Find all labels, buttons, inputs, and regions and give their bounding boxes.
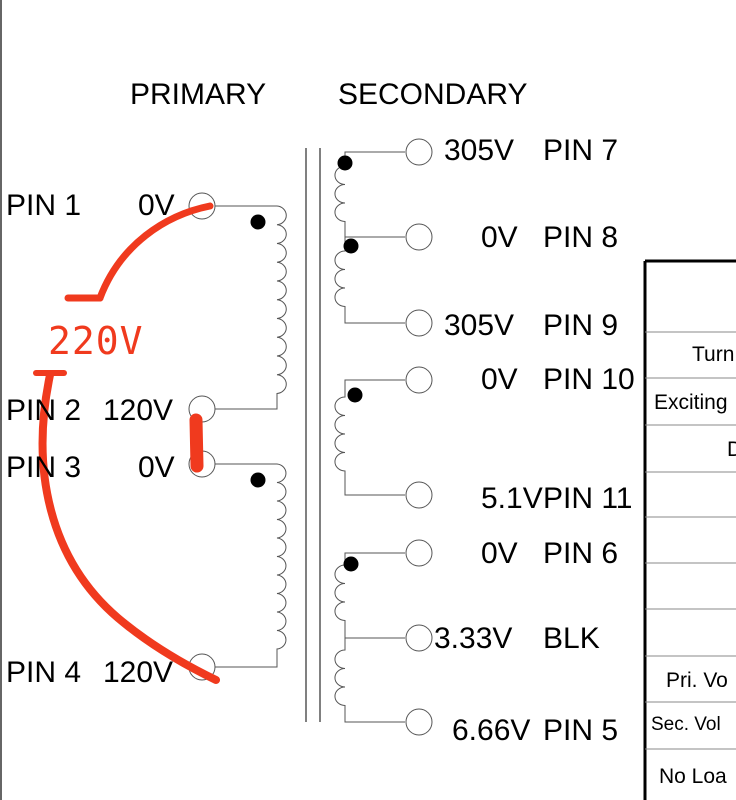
primary-voltage-label: 120V — [103, 394, 174, 427]
terminal-pin-11 — [405, 481, 433, 509]
table-row-label: Turn — [692, 343, 735, 366]
primary-voltage-label: 120V — [103, 656, 174, 689]
table-row-label: Exciting — [654, 391, 728, 414]
primary-voltage-label: 0V — [138, 451, 175, 484]
table-row-label: No Loa — [659, 765, 727, 788]
primary-voltage-label: 0V — [138, 189, 175, 222]
terminal-blk — [405, 624, 433, 652]
secondary-pin-label: PIN 8 — [543, 221, 619, 254]
polarity-dots — [250, 155, 363, 572]
polarity-dot — [250, 214, 266, 230]
polarity-dot — [343, 238, 359, 254]
primary-pin-label: PIN 1 — [6, 189, 82, 222]
terminal-pin-6 — [405, 539, 433, 567]
secondary-winding-3 — [334, 552, 405, 723]
primary-header: PRIMARY — [130, 78, 267, 111]
secondary-voltage-label: 0V — [481, 221, 518, 254]
primary-winding-1 — [215, 205, 287, 410]
secondary-winding-2 — [334, 379, 405, 496]
terminal-pin-8 — [405, 223, 433, 251]
secondary-winding-1 — [334, 151, 405, 324]
terminal-pin-7 — [405, 138, 433, 166]
secondary-voltage-label: 0V — [481, 537, 518, 570]
secondary-pin-label: PIN 6 — [543, 537, 619, 570]
secondary-terminals — [405, 138, 433, 736]
terminal-pin-10 — [405, 366, 433, 394]
secondary-pin-label: BLK — [543, 622, 600, 655]
secondary-pin-label: PIN 7 — [543, 134, 619, 167]
secondary-voltage-label: 3.33V — [434, 622, 513, 655]
secondary-voltage-label: 0V — [481, 363, 518, 396]
primary-pin-label: PIN 4 — [6, 656, 82, 689]
secondary-voltage-label: 6.66V — [452, 714, 531, 747]
primary-winding-2 — [215, 463, 287, 668]
polarity-dot — [347, 387, 363, 403]
primary-pin-label: PIN 2 — [6, 394, 82, 427]
table-row-label: D — [727, 438, 736, 461]
polarity-dot — [337, 155, 353, 171]
secondary-voltage-label: 305V — [444, 134, 515, 167]
secondary-pin-label: PIN 5 — [543, 714, 619, 747]
secondary-pin-label: PIN 9 — [543, 309, 619, 342]
terminal-pin-9 — [405, 309, 433, 337]
secondary-voltage-label: 5.1V — [481, 482, 543, 515]
secondary-voltage-label: 305V — [444, 309, 515, 342]
table-row-label: Sec. Vol — [651, 714, 721, 735]
polarity-dot — [343, 556, 359, 572]
polarity-dot — [250, 472, 266, 488]
voltage-annotation: 220V — [48, 319, 144, 363]
secondary-header: SECONDARY — [338, 78, 528, 111]
primary-pin-label: PIN 3 — [6, 451, 82, 484]
red-annotation-strokes — [33, 202, 220, 684]
secondary-pin-label: PIN 11 — [543, 482, 633, 515]
table-row-label: Pri. Vo — [666, 669, 728, 692]
transformer-core — [305, 148, 321, 722]
secondary-pin-label: PIN 10 — [543, 363, 635, 396]
spec-table-grid — [643, 259, 736, 800]
terminal-pin-5 — [405, 708, 433, 736]
